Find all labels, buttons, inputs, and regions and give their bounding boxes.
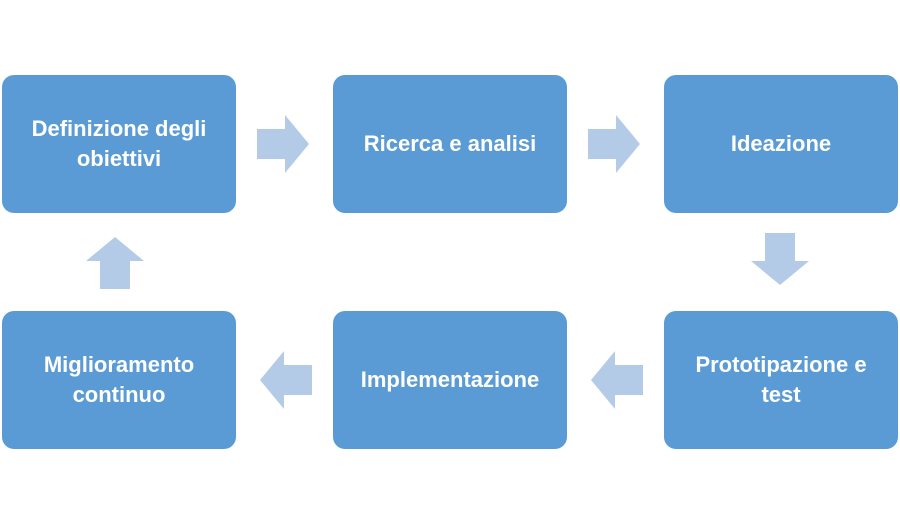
step-label: Ideazione bbox=[730, 131, 832, 157]
step-box-ideazione: Ideazione bbox=[664, 75, 898, 213]
step-box-prototipazione-test: Prototipazione e test bbox=[664, 311, 898, 449]
step-box-definizione-obiettivi: Definizione degli obiettivi bbox=[2, 75, 236, 213]
step-box-miglioramento-continuo: Miglioramento continuo bbox=[2, 311, 236, 449]
arrow-right-icon bbox=[588, 115, 640, 173]
arrow-left-icon bbox=[260, 351, 312, 409]
step-label: Ricerca e analisi bbox=[363, 131, 537, 157]
step-box-ricerca-analisi: Ricerca e analisi bbox=[333, 75, 567, 213]
arrow-down-icon bbox=[751, 233, 809, 285]
step-label: Implementazione bbox=[360, 367, 540, 393]
step-label: Prototipazione e test bbox=[695, 352, 867, 407]
arrow-right-icon bbox=[257, 115, 309, 173]
arrow-up-icon bbox=[86, 237, 144, 289]
step-label: Definizione degli obiettivi bbox=[31, 116, 207, 171]
step-box-implementazione: Implementazione bbox=[333, 311, 567, 449]
step-label: Miglioramento continuo bbox=[43, 352, 195, 407]
arrow-left-icon bbox=[591, 351, 643, 409]
